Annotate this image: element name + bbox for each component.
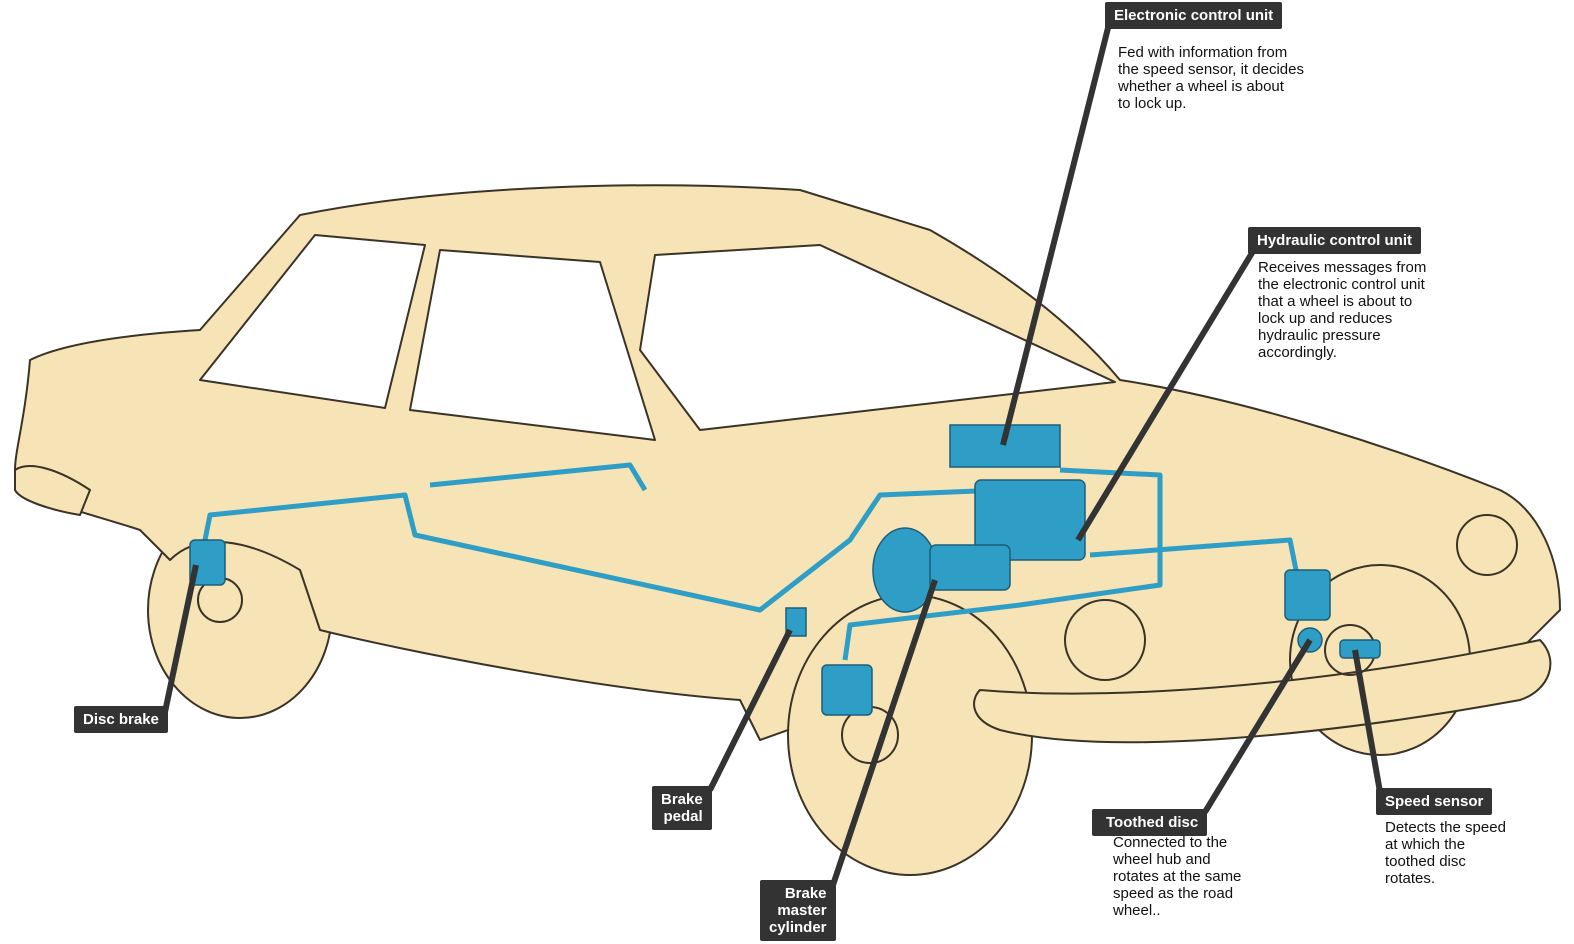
rear-door-window (409, 249, 656, 441)
front-disc-caliper (821, 664, 873, 716)
brake-master-cylinder (929, 544, 1011, 591)
hydraulic-control-unit (974, 479, 1086, 561)
brake-pedal-part (785, 607, 807, 637)
speed-sensor-label: Speed sensor (1376, 788, 1493, 815)
hcu-description: Receives messages from the electronic co… (1258, 259, 1427, 361)
rear-window (199, 234, 426, 409)
toothed-disc-leader (1202, 638, 1313, 814)
toothed-disc-description: Connected to the wheel hub and rotates a… (1113, 834, 1242, 919)
rear-disc-caliper (189, 539, 226, 586)
ecu-description: Fed with information from the speed sens… (1118, 44, 1304, 112)
speed-sensor-part (1339, 639, 1381, 659)
brake-pedal-label: Brake pedal (652, 786, 712, 830)
brake-line-front (842, 467, 1163, 661)
front-bumper (973, 639, 1552, 744)
hcu-leader (1075, 246, 1258, 542)
brake-pedal-leader (707, 628, 793, 792)
front-left-wheel (787, 594, 1033, 876)
ecu-leader (1000, 19, 1113, 446)
brake-line-rear-right (429, 462, 648, 492)
front-right-caliper (1284, 569, 1331, 621)
windscreen (639, 244, 1116, 431)
speed-sensor-description: Detects the speed at which the toothed d… (1385, 819, 1506, 887)
rear-bumper (14, 465, 91, 516)
master-cylinder-leader (830, 579, 938, 886)
toothed-disc-label: Toothed disc (1092, 809, 1208, 836)
disc-brake-leader (162, 564, 199, 713)
ecu-label: Electronic control unit (1105, 2, 1283, 29)
disc-brake-label: Disc brake (74, 706, 168, 733)
hcu-label: Hydraulic control unit (1248, 227, 1422, 254)
brake-line-rear (202, 487, 1001, 613)
speed-sensor-leader (1352, 649, 1383, 793)
master-cylinder-label: Brake master cylinder (760, 880, 836, 941)
